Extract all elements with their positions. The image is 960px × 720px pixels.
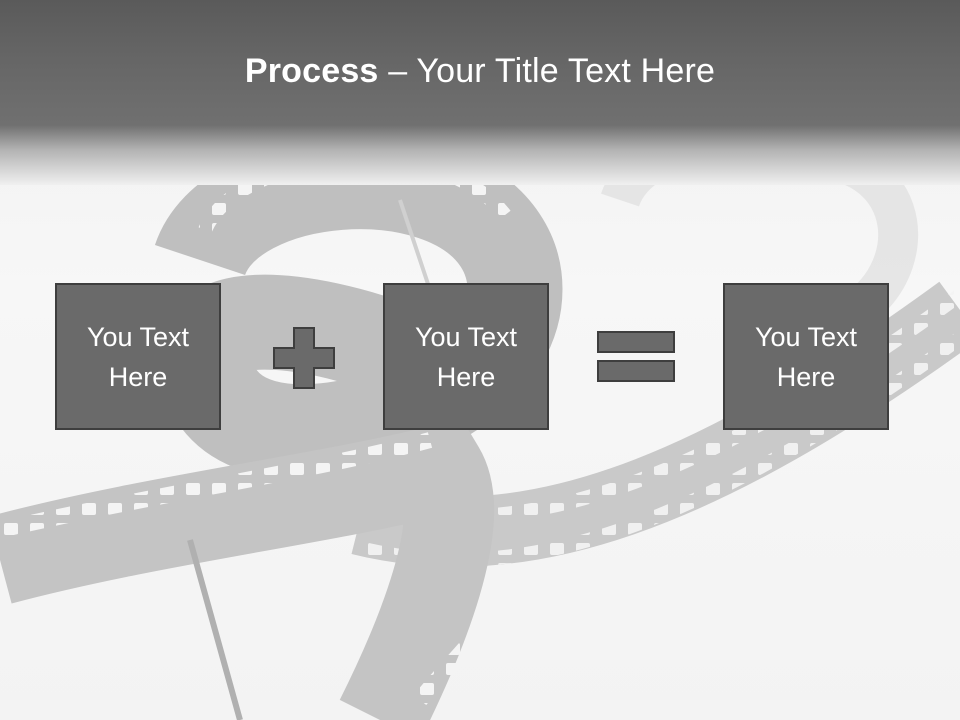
process-box-2[interactable]: You Text Here (383, 283, 549, 430)
equals-icon (597, 331, 675, 382)
process-box-1-label: You Text Here (86, 321, 190, 392)
plus-icon (273, 327, 335, 389)
slide-title: Process – Your Title Text Here (0, 52, 960, 91)
process-box-3-label: You Text Here (754, 321, 858, 392)
process-box-3[interactable]: You Text Here (723, 283, 889, 430)
title-bold-text: Process (244, 52, 379, 90)
title-rest-text: – Your Title Text Here (378, 52, 716, 90)
process-box-1[interactable]: You Text Here (55, 283, 221, 430)
title-bar: Process – Your Title Text Here (0, 0, 960, 185)
process-box-2-label: You Text Here (414, 321, 518, 392)
